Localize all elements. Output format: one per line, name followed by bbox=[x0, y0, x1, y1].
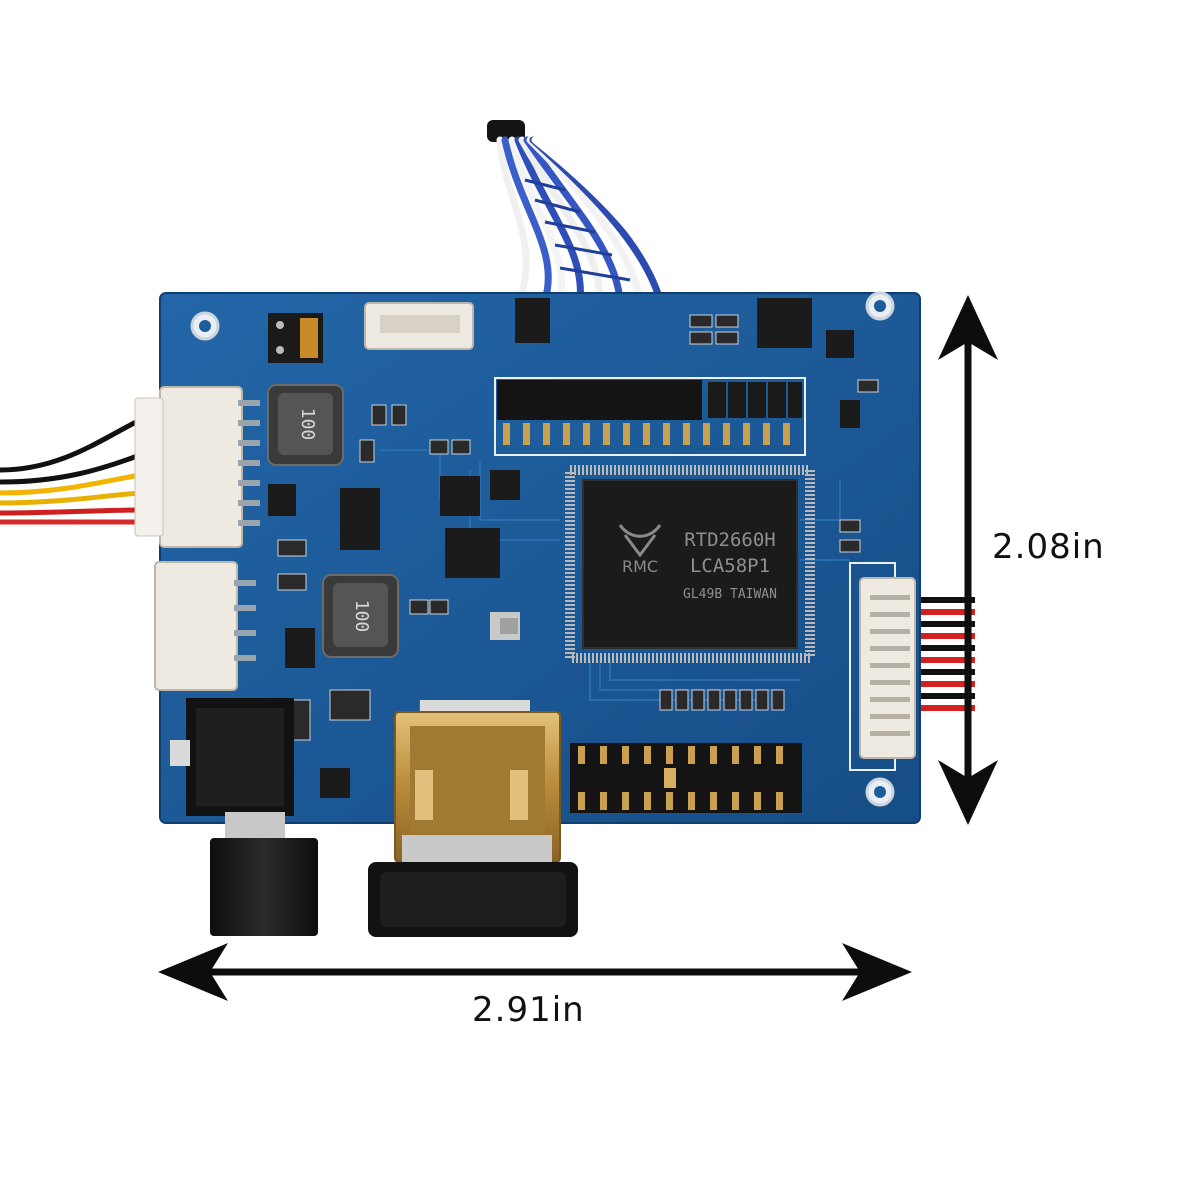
chip-logo: RMC bbox=[622, 557, 658, 576]
inductor-bottom-label: 100 bbox=[351, 600, 372, 633]
inductor-bottom: 100 bbox=[322, 574, 399, 658]
width-arrow bbox=[158, 943, 912, 1001]
bottom-header bbox=[570, 743, 802, 813]
height-dimension-label: 2.08in bbox=[992, 527, 1105, 567]
inductor-top-label: 100 bbox=[297, 408, 318, 441]
dc-jack bbox=[170, 698, 318, 936]
chip-line-1: RTD2660H bbox=[684, 529, 776, 551]
width-dimension-label: 2.91in bbox=[472, 990, 585, 1030]
power-wires bbox=[0, 417, 143, 525]
small-ics bbox=[268, 298, 860, 798]
height-arrow bbox=[938, 295, 998, 825]
inductor-top: 100 bbox=[267, 384, 344, 466]
top-left-header bbox=[268, 313, 323, 363]
main-chip: RMC RTD2660H LCA58P1 GL49B TAIWAN bbox=[565, 465, 815, 663]
chip-line-2: LCA58P1 bbox=[690, 555, 770, 577]
left-connectors bbox=[134, 386, 260, 691]
chip-line-3: GL49B TAIWAN bbox=[683, 587, 777, 602]
lvds-header bbox=[494, 377, 806, 456]
hdmi-connector bbox=[368, 700, 578, 937]
right-connector bbox=[849, 562, 916, 771]
top-small-connector bbox=[364, 302, 474, 350]
